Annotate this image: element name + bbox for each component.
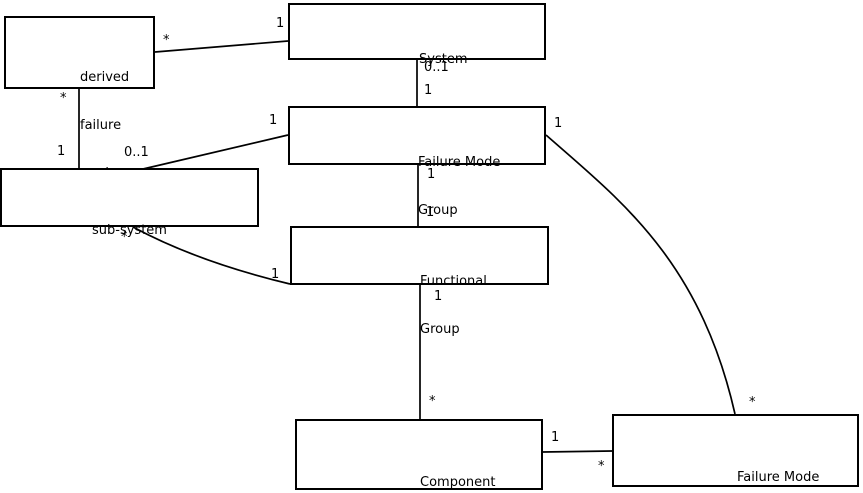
multiplicity-sub-system-end: * bbox=[121, 230, 128, 245]
edge-system-derived-failure-mode bbox=[154, 40, 289, 53]
node-label-line: System bbox=[419, 52, 468, 67]
node-system-label: System bbox=[419, 20, 467, 100]
node-sub-system: sub-system bbox=[0, 168, 259, 238]
node-label-line: sub-system bbox=[92, 223, 167, 238]
node-functional-group: Functional Group bbox=[290, 226, 549, 337]
node-label-line: Failure Mode bbox=[418, 155, 501, 170]
node-sub-system-label: sub-system bbox=[92, 191, 167, 271]
multiplicity-component-end: 1 bbox=[551, 430, 560, 445]
node-component-label: Component bbox=[420, 443, 495, 493]
multiplicity-sub-system-end: 0..1 bbox=[124, 145, 149, 160]
node-label-line: derived bbox=[80, 70, 130, 85]
multiplicity-functional-group-end: 1 bbox=[426, 205, 435, 220]
multiplicity-system-end: 1 bbox=[276, 16, 285, 31]
multiplicity-failure-mode-group-end: 1 bbox=[269, 113, 278, 128]
edge-failure-mode-group-failure-mode bbox=[545, 134, 736, 415]
node-derived-failure-mode: derived failure mode bbox=[4, 16, 155, 181]
multiplicity-derived-failure-mode-end: * bbox=[163, 33, 170, 48]
multiplicity-failure-mode-group-end: 1 bbox=[554, 116, 563, 131]
node-label-line: failure bbox=[80, 118, 122, 133]
node-label-line: Failure Mode bbox=[737, 470, 820, 485]
node-functional-group-label: Functional Group bbox=[420, 242, 487, 370]
node-failure-mode: Failure Mode bbox=[612, 414, 859, 487]
edge-failure-mode-group-sub-system bbox=[142, 134, 289, 170]
node-system: System bbox=[288, 3, 546, 67]
multiplicity-derived-failure-mode-end: * bbox=[60, 91, 67, 106]
multiplicity-system-end: 0..1 bbox=[424, 60, 449, 75]
node-label-line: Component bbox=[420, 475, 496, 490]
node-failure-mode-label: Failure Mode bbox=[737, 438, 819, 493]
edge-component-failure-mode bbox=[542, 450, 613, 453]
node-label-line: Group bbox=[420, 322, 460, 337]
multiplicity-failure-mode-end: * bbox=[598, 459, 605, 474]
multiplicity-failure-mode-end: * bbox=[749, 395, 756, 410]
multiplicity-component-end: * bbox=[429, 394, 436, 409]
node-failure-mode-group: Failure Mode Group bbox=[288, 106, 546, 218]
multiplicity-functional-group-end: 1 bbox=[271, 267, 280, 282]
multiplicity-failure-mode-group-end: 1 bbox=[424, 83, 433, 98]
multiplicity-failure-mode-group-end: 1 bbox=[427, 167, 436, 182]
node-label-line: Group bbox=[418, 203, 458, 218]
node-component: Component bbox=[295, 419, 543, 490]
node-failure-mode-group-label: Failure Mode Group bbox=[418, 123, 500, 251]
edge-sub-system-functional-group bbox=[132, 226, 291, 285]
multiplicity-sub-system-end: 1 bbox=[57, 144, 66, 159]
multiplicity-functional-group-end: 1 bbox=[434, 289, 443, 304]
node-label-line: Functional bbox=[420, 274, 487, 289]
